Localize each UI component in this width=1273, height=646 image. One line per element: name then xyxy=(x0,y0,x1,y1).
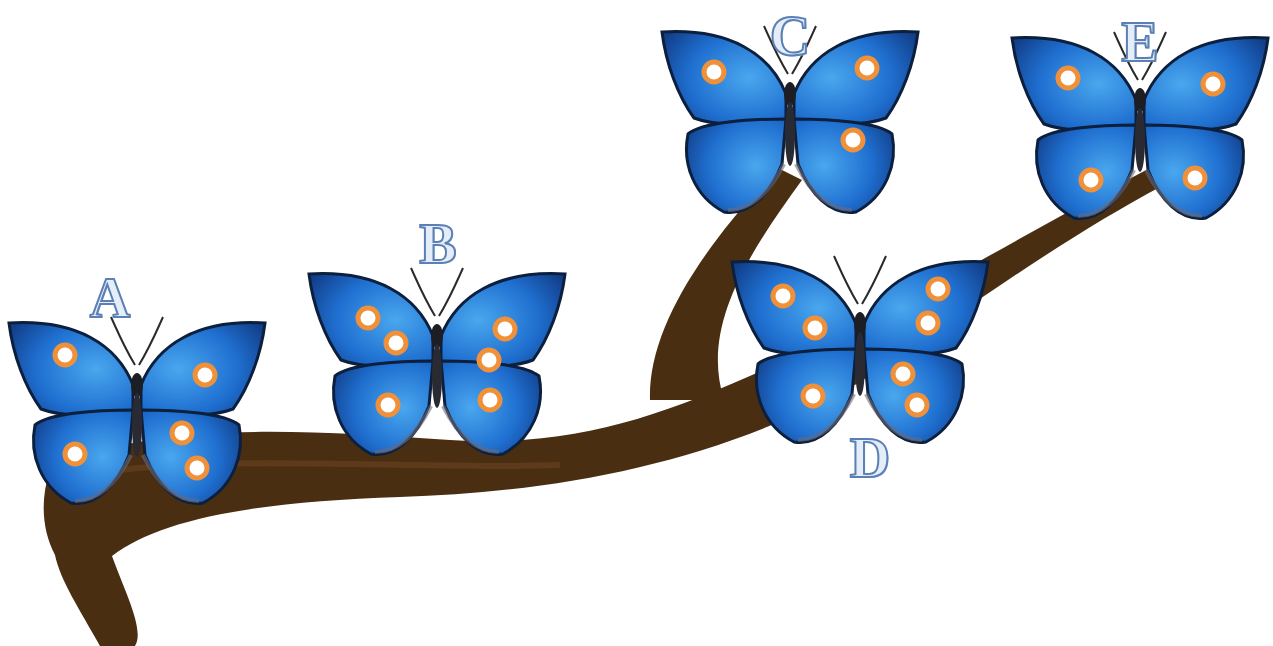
butterfly-letter: B xyxy=(419,216,456,272)
butterfly-letter: E xyxy=(1121,14,1158,70)
butterfly-letter: D xyxy=(850,430,890,486)
butterfly-letter: C xyxy=(770,8,810,64)
butterfly-letter: A xyxy=(90,270,130,326)
wing-spots xyxy=(55,58,1223,478)
